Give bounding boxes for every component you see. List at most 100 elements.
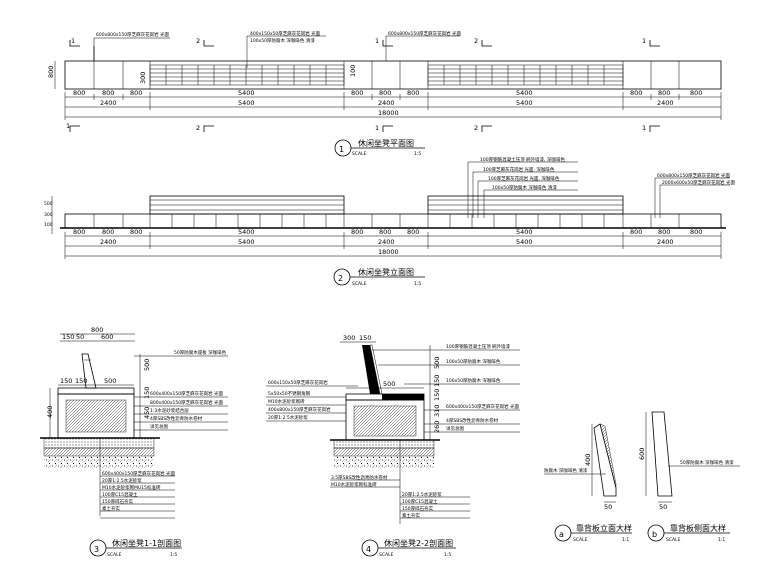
- callout-number-b: b: [652, 530, 657, 539]
- callout-scale: 1:1: [718, 537, 725, 543]
- plan-group-dim: 5400: [238, 99, 255, 107]
- callout-number-2: 2: [338, 274, 343, 283]
- sec4-left-note: 5x50x50不锈钢角钢: [268, 390, 311, 397]
- elev-seg-dim: 5400: [516, 228, 533, 236]
- plan-cut-5: 1: [642, 37, 646, 45]
- sec4-bottom-note: 素土夯实: [402, 512, 420, 519]
- sec3-note: 1:3水泥砂浆结合层: [150, 407, 189, 414]
- elev-seg-dim: 5400: [238, 228, 255, 236]
- plan-cut-bottom: 2: [196, 124, 200, 132]
- sec4-top-dim: 150: [359, 334, 371, 342]
- sec4-bottom-note: 150厚碎石夯实: [402, 505, 434, 512]
- callout-scale-label: SCALE: [666, 537, 681, 543]
- detail-b-dim: 600: [638, 448, 646, 460]
- sec3-note: 150厚碎石夯实: [102, 498, 134, 505]
- plan-cut-2: 2: [196, 37, 200, 45]
- detail-a-note: 防腐木 深咖啡色 清漆: [544, 467, 588, 474]
- elev-seg-dim: 800: [630, 228, 642, 236]
- plan-total-dim: 18000: [378, 109, 399, 117]
- elev-left-dim: 300: [44, 212, 53, 218]
- callout-scale-label: SCALE: [379, 552, 394, 558]
- sec4-right-note: 100厚钢筋混凝土压顶 刷外墙漆: [446, 343, 511, 350]
- plan-cut-bottom: 2: [474, 124, 478, 132]
- sec4-top-dim: 300: [343, 334, 355, 342]
- detail-b-drawing: 600 50 50厚防腐木 深咖啡色 清漆 b 靠背板侧面大样 SCALE 1:…: [638, 411, 740, 543]
- sec4-side-dim: 150: [433, 389, 441, 401]
- sec3-sub-dim: 600: [101, 333, 113, 341]
- callout-scale-label: SCALE: [352, 281, 367, 287]
- sec4-left-note: 600x150x50厚芝麻灰花岗岩: [268, 379, 328, 386]
- plan-seg-dim: 5400: [238, 89, 255, 97]
- elev-note: 100厚钢筋混凝土压顶 刷外墙漆, 深咖啡色: [480, 156, 565, 163]
- callout-scale: 1:1: [622, 537, 629, 543]
- elev-seg-dim: 800: [130, 228, 142, 236]
- callout-scale-label: SCALE: [352, 151, 367, 157]
- sec4-left-note: M10水泥砂浆砌砖: [268, 398, 305, 405]
- detail-b-dim: 50: [659, 503, 667, 511]
- callout-title-a: 靠背板立面大样: [576, 523, 632, 533]
- plan-group-dim: 2400: [657, 99, 674, 107]
- plan-note-b1: 400x150x50厚芝麻灰花岗岩 光面: [250, 30, 321, 37]
- section-1-1-drawing: 800 150 50 600 150 150 500 400 500 150 4…: [40, 326, 228, 558]
- elev-note: 100厚芝麻灰花岗岩 光面, 深咖啡色: [488, 175, 560, 182]
- elev-seg-dim: 800: [379, 228, 391, 236]
- sec3-note: 4厚SBS改性沥青防水卷材: [150, 415, 203, 422]
- callout-number-3: 3: [94, 545, 99, 554]
- elev-note-far: 600x800x150厚芝麻灰花岗岩 光面: [657, 172, 731, 179]
- sec4-left-note: 20厚1:2.5水泥砂浆: [268, 414, 308, 421]
- sec3-sub-dim: 50: [76, 333, 84, 341]
- plan-seg-dim: 800: [630, 89, 642, 97]
- sec4-bottom-note: 20厚1:2.5水泥砂浆: [402, 491, 442, 498]
- detail-a-dim: 400: [584, 454, 592, 466]
- sec3-bottom-dim: 150: [75, 377, 87, 385]
- sec3-side-dim: 400: [46, 406, 54, 418]
- detail-a-dim: 50: [604, 503, 612, 511]
- sec3-side-dim: 500: [143, 359, 151, 371]
- sec3-note: 600x400x150厚芝麻灰花岗岩 光面: [150, 390, 224, 397]
- elev-group-dim: 5400: [516, 238, 533, 246]
- sec4-right-note: 100x50厚防腐木 深咖啡色: [446, 377, 501, 384]
- sec3-sub-dim: 150: [62, 333, 74, 341]
- sec4-right-note: 600x400x150厚芝麻灰花岗岩 光面: [446, 403, 520, 410]
- callout-scale: 1:5: [414, 151, 421, 157]
- callout-number-a: a: [559, 530, 564, 539]
- sec4-side-dim: 150: [433, 375, 441, 387]
- callout-title-4: 休闲坐凳2-2剖面图: [384, 538, 453, 548]
- plan-group-dim: 2400: [100, 99, 117, 107]
- plan-seg-dim: 800: [658, 89, 670, 97]
- elev-left-dim: 500: [44, 201, 53, 207]
- elev-seg-dim: 800: [73, 228, 85, 236]
- sec4-side-dim: 500: [433, 357, 441, 369]
- elev-group-dim: 2400: [378, 238, 395, 246]
- elev-seg-dim: 800: [407, 228, 419, 236]
- sec3-bottom-dim: 150: [60, 377, 72, 385]
- elevation-drawing: 500 300 100 100厚钢筋混凝土压顶 刷外墙漆, 深咖啡色 100厚芝…: [44, 156, 736, 287]
- detail-a-drawing: 400 50 防腐木 深咖啡色 清漆 a 靠背板立面大样 SCALE 1:1: [544, 423, 632, 543]
- plan-drawing: 800 300 100 1 2 1 2 1 600x800x150厚芝麻灰花岗岩…: [47, 30, 722, 157]
- elev-seg-dim: 800: [102, 228, 114, 236]
- elev-seg-dim: 800: [658, 228, 670, 236]
- callout-number-4: 4: [366, 545, 371, 554]
- sec4-right-note: 100x50厚防腐木 深咖啡色: [446, 358, 501, 365]
- plan-seg-dim: 800: [130, 89, 142, 97]
- elev-group-dim: 2400: [100, 238, 117, 246]
- elev-total-dim: 18000: [378, 248, 399, 256]
- callout-scale-label: SCALE: [107, 552, 122, 558]
- plan-side-dim-2: 100: [349, 65, 357, 77]
- plan-group-dim: 5400: [516, 99, 533, 107]
- plan-cut-3: 1: [375, 37, 379, 45]
- sec4-right-note: 详见总图: [446, 425, 464, 432]
- plan-seg-dim: 800: [73, 89, 85, 97]
- elev-note-far: 2000x600x50厚芝麻灰花岗岩 光面: [662, 179, 736, 186]
- callout-title-b: 靠背板侧面大样: [670, 523, 726, 533]
- plan-outline: [64, 60, 722, 90]
- sec4-left-note: 400x800x150厚芝麻灰花岗岩: [268, 406, 331, 413]
- plan-seg-dim: 800: [407, 89, 419, 97]
- sec3-side-dim: 450: [143, 407, 151, 419]
- section-2-2-drawing: 300 150 500 500 150 150 310 260 600x150x…: [266, 334, 520, 558]
- plan-cut-bottom: 1: [66, 122, 70, 130]
- backrest-profile: [362, 345, 380, 394]
- elev-left-dim: 100: [44, 222, 53, 228]
- plan-note-c: 600x800x150厚芝麻灰花岗岩 光面: [388, 30, 462, 37]
- plan-cut-4: 2: [474, 37, 478, 45]
